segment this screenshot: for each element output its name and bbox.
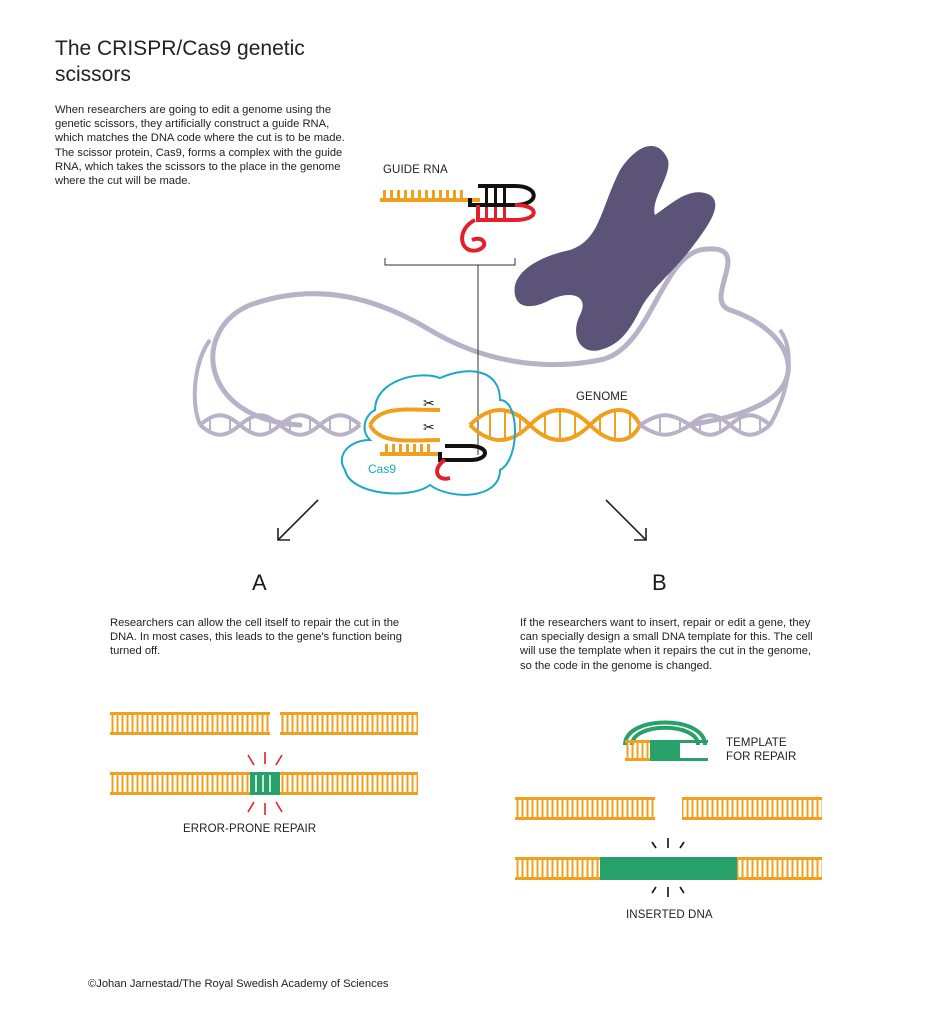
- panel-a-spark-marks: [247, 752, 283, 815]
- template-label: TEMPLATE FOR REPAIR: [726, 737, 797, 763]
- panel-b-tick-marks: [651, 838, 685, 897]
- svg-text:✂: ✂: [423, 395, 435, 411]
- intro-text: When researchers are going to edit a gen…: [55, 104, 345, 188]
- panel-a-repaired-dna: [110, 772, 418, 795]
- panel-b-inserted-dna: [515, 857, 822, 880]
- panel-a-text: Researchers can allow the cell itself to…: [110, 617, 402, 658]
- guide-rna-label: GUIDE RNA: [383, 164, 448, 176]
- cut-dna-strands: ✂ ✂: [368, 395, 487, 481]
- guide-rna-graphic: [380, 184, 536, 253]
- guide-bracket: [384, 258, 516, 455]
- panel-a-letter: A: [252, 570, 267, 595]
- error-prone-repair-label: ERROR-PRONE REPAIR: [183, 823, 317, 835]
- chromosome: [514, 146, 716, 351]
- arrow-to-a: [277, 499, 319, 541]
- svg-text:✂: ✂: [423, 419, 435, 435]
- cas9-protein-outline: [340, 370, 516, 496]
- page-title: The CRISPR/Cas9 genetic scissors: [55, 37, 305, 86]
- panel-a-cut-dna: [110, 712, 418, 735]
- credit-line: ©Johan Jarnestad/The Royal Swedish Acade…: [88, 978, 389, 990]
- panel-b-cut-dna: [515, 797, 822, 820]
- template-for-repair-graphic: [623, 720, 708, 761]
- panel-b-letter: B: [652, 570, 667, 595]
- panel-b-text: If the researchers want to insert, repai…: [520, 617, 813, 672]
- genome-dna-helix: [192, 328, 791, 442]
- arrow-to-b: [605, 499, 647, 541]
- genome-rungs-orange: [489, 410, 631, 440]
- genome-rungs-grey: [209, 418, 761, 432]
- inserted-dna-label: INSERTED DNA: [626, 909, 713, 921]
- genome-label: GENOME: [576, 391, 628, 403]
- cas9-label: Cas9: [368, 462, 397, 476]
